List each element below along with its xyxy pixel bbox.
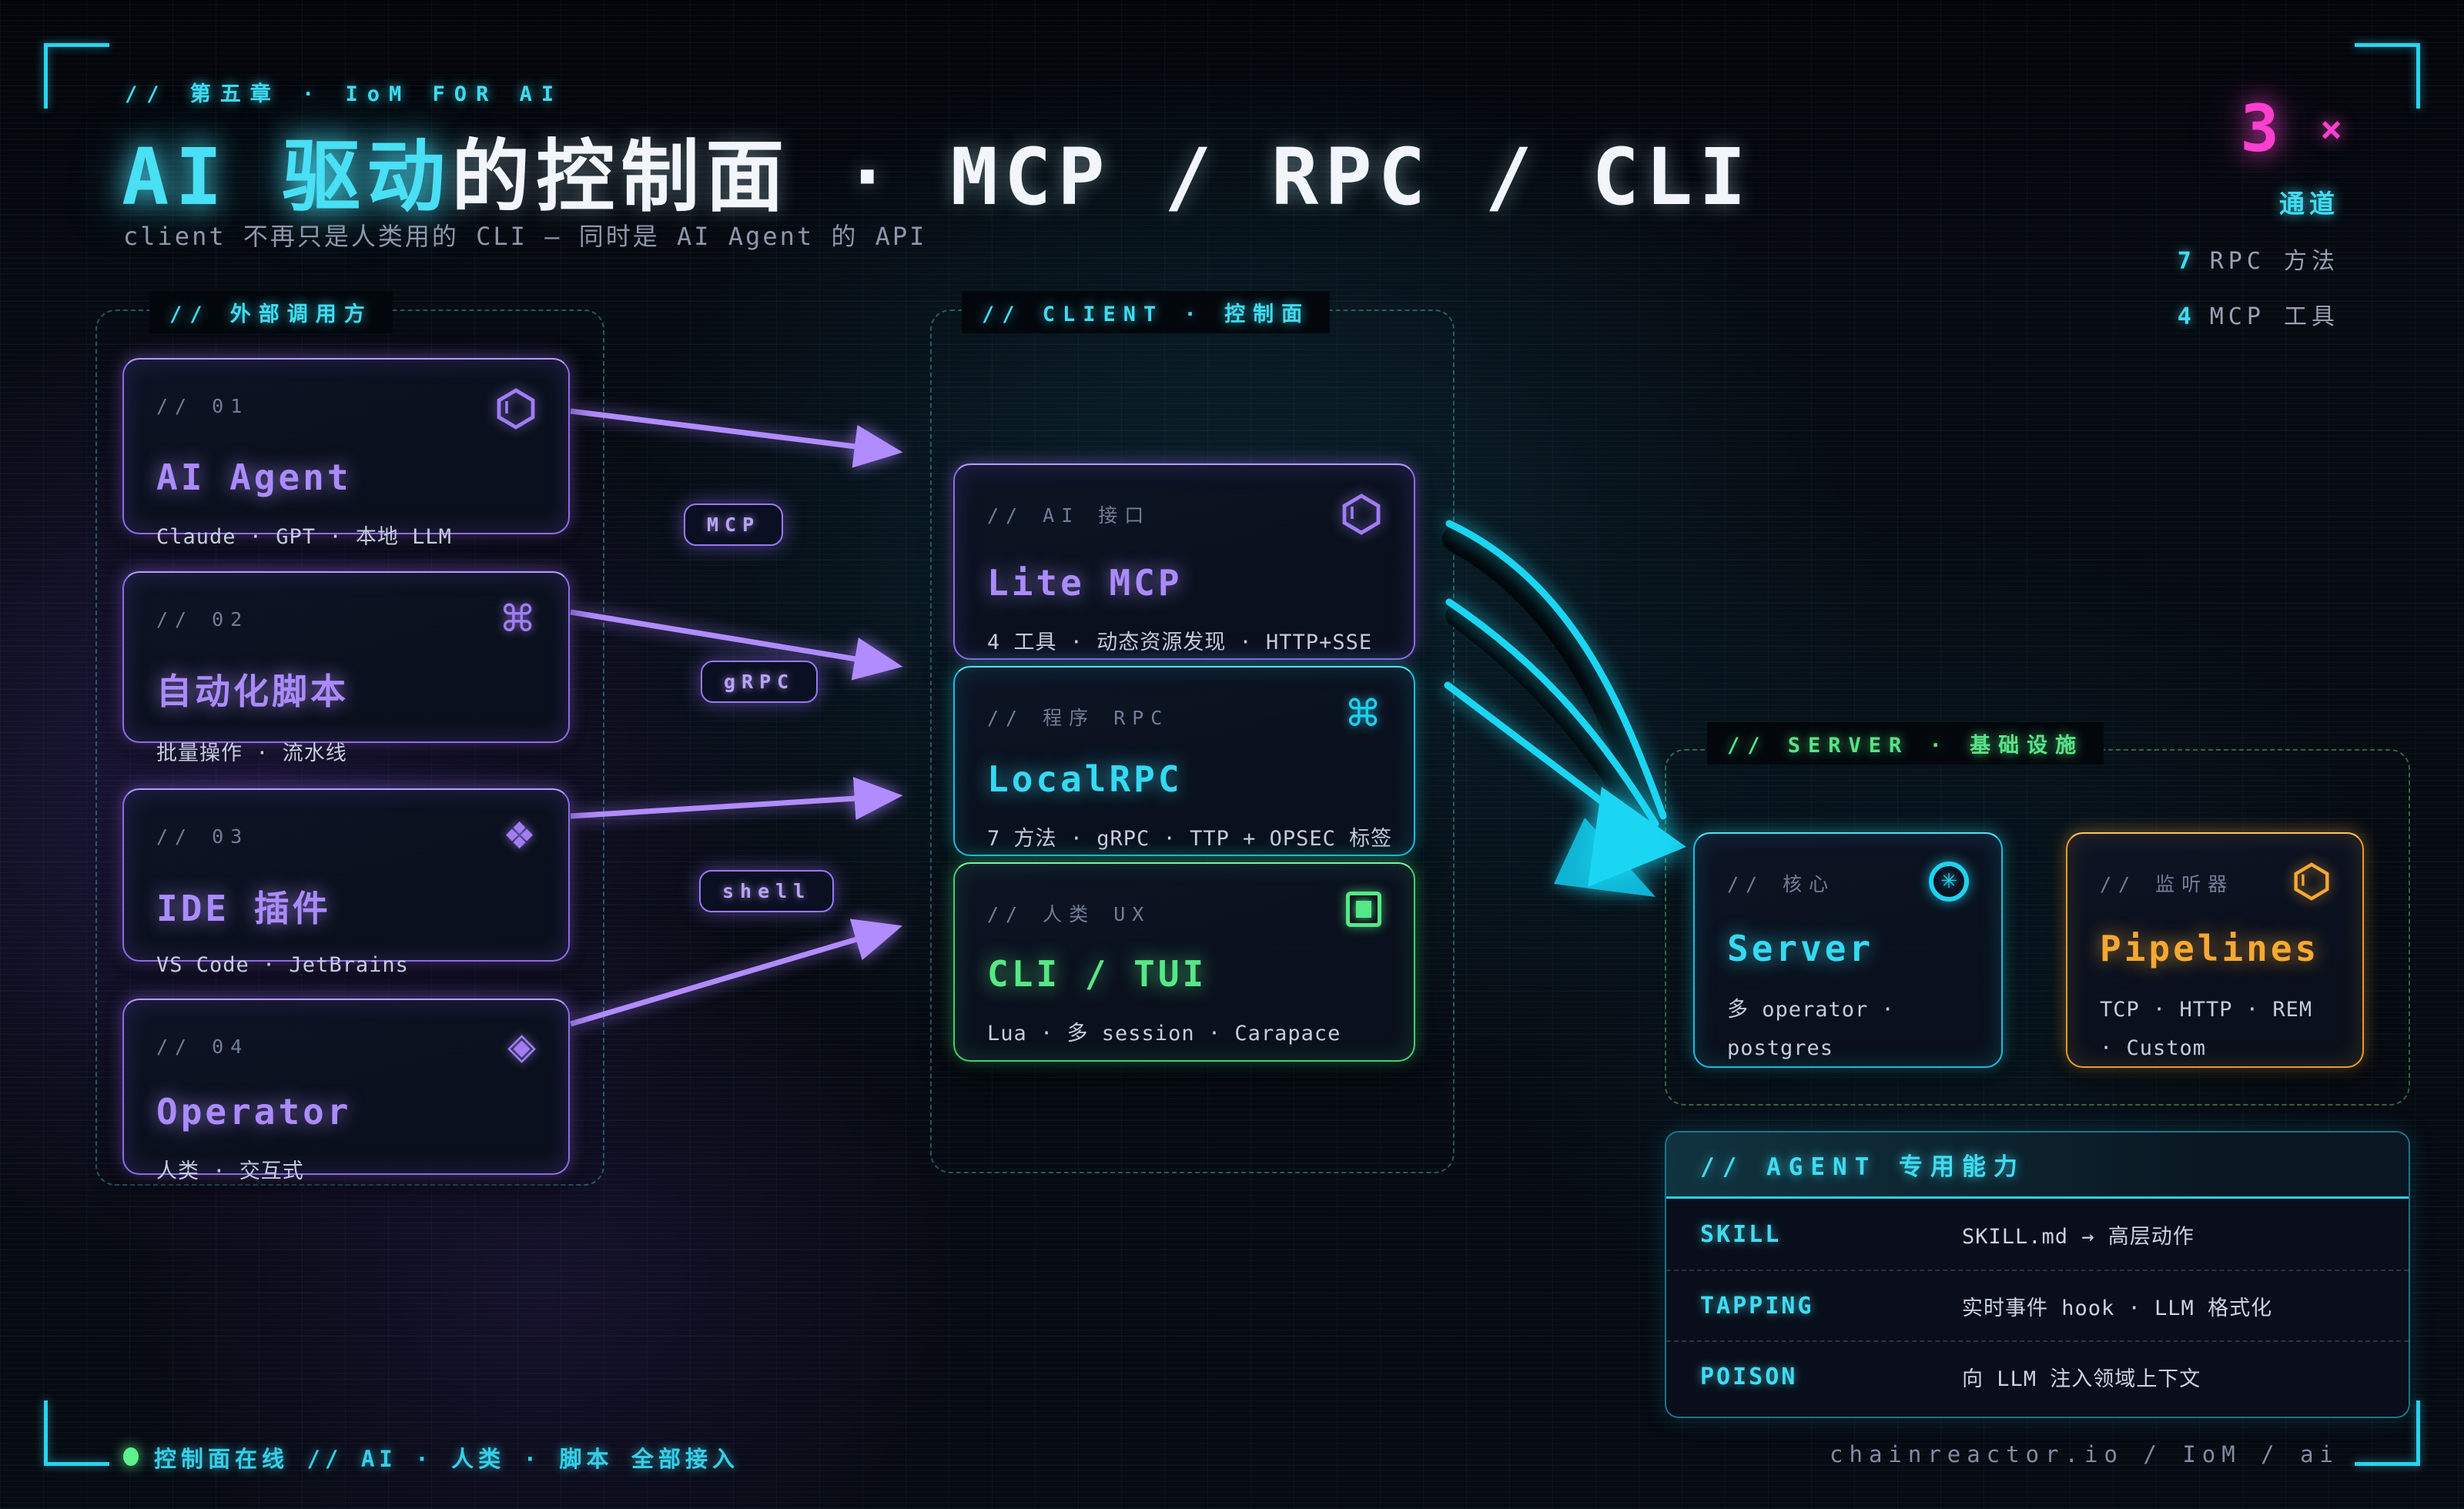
card-server: // 核心 ✳ Server 多 operator · postgres (1693, 832, 2003, 1068)
stat-rpc-methods: 7 RPC 方法 (2178, 242, 2339, 276)
table-row: POISON 向 LLM 注入领域上下文 (1666, 1340, 2409, 1411)
badge-mcp: MCP (684, 504, 784, 546)
times-icon: × (2320, 108, 2342, 151)
card-subtitle: Claude · GPT · 本地 LLM (156, 525, 452, 549)
badge-grpc: gRPC (701, 661, 819, 703)
callers-group-label: // 外部调用方 (149, 291, 393, 333)
status-dot-icon (123, 1447, 139, 1466)
hexagon-icon (497, 388, 535, 430)
card-tag-label: // 程序 RPC (987, 707, 1170, 729)
hexagon-icon (2294, 862, 2329, 901)
card-lite-mcp: // AI 接口 Lite MCP 4 工具 · 动态资源发现 · HTTP+S… (953, 463, 1415, 660)
card-cli-tui: // 人类 UX CLI / TUI Lua · 多 session · Car… (953, 862, 1415, 1062)
row-key: TAPPING (1700, 1292, 1814, 1320)
hexagon-icon (1342, 494, 1381, 535)
card-automation: // 02 ⌘ 自动化脚本 批量操作 · 流水线 (122, 571, 570, 765)
card-subtitle: TCP · HTTP · REM · Custom (2100, 998, 2313, 1060)
card-ide-plugin: // 03 ❖ IDE 插件 VS Code · JetBrains (122, 788, 570, 977)
stat-mcp-tools: 4 MCP 工具 (2178, 297, 2339, 331)
table-row: SKILL SKILL.md → 高层动作 (1666, 1199, 2409, 1270)
card-subtitle: 4 工具 · 动态资源发现 · HTTP+SSE (987, 631, 1373, 654)
brand-text: chainreactor.io / IoM / ai (1830, 1441, 2339, 1467)
card-subtitle: 批量操作 · 流水线 (156, 741, 347, 765)
card-title: IDE 插件 (156, 888, 331, 929)
badge-shell: shell (699, 870, 835, 912)
card-operator: // 04 ◈ Operator 人类 · 交互式 (122, 999, 570, 1183)
card-index-label: // 03 (156, 825, 249, 848)
command-icon: ⌘ (499, 597, 536, 641)
corner-bracket-icon (44, 43, 109, 109)
row-value: 实时事件 hook · LLM 格式化 (1962, 1296, 2273, 1320)
four-diamonds-icon: ❖ (502, 815, 536, 858)
card-title: AI Agent (156, 457, 352, 498)
card-title: Lite MCP (987, 562, 1183, 604)
stats-panel: 通道 7 RPC 方法 4 MCP 工具 (2178, 183, 2339, 331)
status-text: 控制面在线 // AI · 人类 · 脚本 全部接入 (154, 1446, 739, 1472)
stat-mcp-label: MCP 工具 (2209, 303, 2339, 330)
corner-bracket-icon (2355, 1400, 2420, 1466)
client-group-label: // CLIENT · 控制面 (962, 291, 1331, 333)
card-title: Pipelines (2100, 928, 2320, 969)
page-subtitle: client 不再只是人类用的 CLI — 同时是 AI Agent 的 API (123, 222, 927, 251)
asterisk-circle-icon: ✳ (1929, 862, 1969, 902)
client-to-server-arrows (1442, 520, 1686, 897)
row-key: POISON (1700, 1363, 1798, 1390)
card-title: LocalRPC (987, 758, 1183, 800)
chapter-label: // 第五章 · IoM FOR AI (125, 82, 564, 106)
card-ai-agent: // 01 AI Agent Claude · GPT · 本地 LLM (122, 358, 570, 549)
card-subtitle: 多 operator · postgres (1727, 998, 1895, 1060)
card-index-label: // 02 (156, 608, 249, 631)
card-subtitle: Lua · 多 session · Carapace (987, 1022, 1341, 1046)
page-title-rest: 的控制面 · MCP / RPC / CLI (451, 132, 1753, 223)
card-index-label: // 04 (156, 1036, 249, 1058)
card-localrpc: // 程序 RPC ⌘ LocalRPC 7 方法 · gRPC · TTP +… (953, 666, 1415, 856)
channel-label: 通道 (2279, 189, 2339, 219)
card-title: CLI / TUI (987, 953, 1207, 995)
card-tag-label: // 核心 (1727, 873, 1836, 895)
diamond-icon: ◈ (507, 1025, 536, 1068)
command-icon: ⌘ (1344, 692, 1381, 735)
asterisk-glyph: ✳ (1940, 870, 1957, 893)
square-icon (1346, 892, 1381, 927)
card-tag-label: // AI 接口 (987, 504, 1151, 527)
corner-bracket-icon (2355, 43, 2420, 109)
row-key: SKILL (1700, 1220, 1782, 1248)
corner-bracket-icon (44, 1400, 109, 1466)
server-group-label: // SERVER · 基础设施 (1707, 722, 2104, 765)
stat-rpc-value: 7 (2177, 248, 2196, 275)
card-subtitle: 7 方法 · gRPC · TTP + OPSEC 标签 (987, 827, 1393, 851)
page-title: AI 驱动的控制面 · MCP / RPC / CLI (122, 114, 1753, 227)
card-title: 自动化脚本 (156, 671, 349, 712)
row-value: SKILL.md → 高层动作 (1962, 1224, 2194, 1249)
card-subtitle: 人类 · 交互式 (156, 1159, 304, 1183)
stat-rpc-label: RPC 方法 (2209, 248, 2339, 275)
agent-capabilities-table: // AGENT 专用能力 SKILL SKILL.md → 高层动作 TAPP… (1665, 1131, 2410, 1418)
card-tag-label: // 人类 UX (987, 903, 1151, 925)
table-row: TAPPING 实时事件 hook · LLM 格式化 (1666, 1270, 2409, 1340)
agent-table-title: // AGENT 专用能力 (1666, 1133, 2409, 1199)
card-subtitle: VS Code · JetBrains (156, 953, 409, 977)
card-tag-label: // 监听器 (2100, 873, 2235, 895)
card-title: Operator (156, 1091, 352, 1133)
page-title-accent: AI 驱动 (122, 132, 452, 223)
channel-count: 3 (2240, 91, 2279, 166)
stat-mcp-value: 4 (2177, 303, 2196, 330)
card-title: Server (1727, 928, 1874, 969)
row-value: 向 LLM 注入领域上下文 (1962, 1367, 2201, 1391)
card-index-label: // 01 (156, 395, 249, 417)
card-pipelines: // 监听器 Pipelines TCP · HTTP · REM · Cust… (2066, 832, 2364, 1068)
